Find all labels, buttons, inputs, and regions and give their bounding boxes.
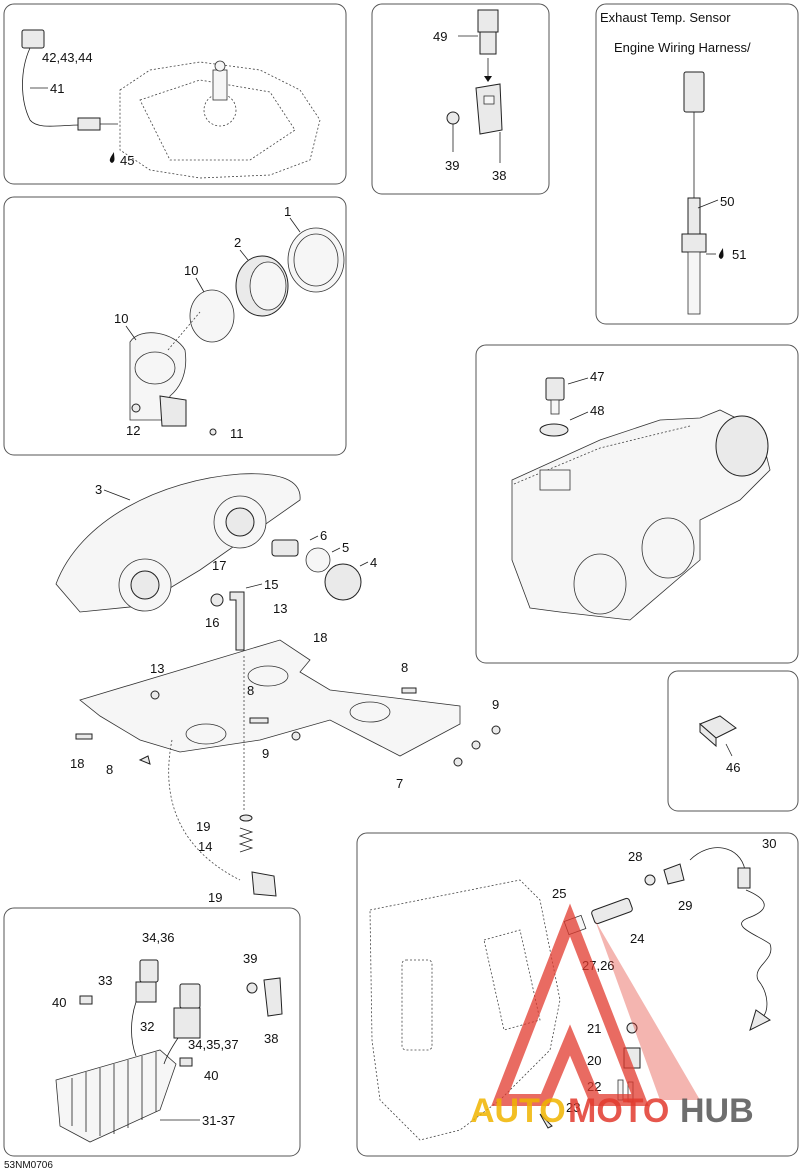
label-42-43-44: 42,43,44 xyxy=(42,50,93,65)
label-29: 29 xyxy=(678,898,692,913)
label-16: 16 xyxy=(205,615,219,630)
label-45: 45 xyxy=(120,153,134,168)
label-32: 32 xyxy=(140,1019,154,1034)
drop-icon-45 xyxy=(109,152,115,163)
label-2: 2 xyxy=(234,235,241,250)
label-33: 33 xyxy=(98,973,112,988)
label-21: 21 xyxy=(587,1021,601,1036)
airbox-drawing xyxy=(511,409,771,621)
drop-icon-51 xyxy=(718,248,724,259)
label-47: 47 xyxy=(590,369,604,384)
label-24: 24 xyxy=(630,931,644,946)
label-5: 5 xyxy=(342,540,349,555)
knob-19 xyxy=(251,871,277,897)
panel-regulator xyxy=(3,907,301,1157)
label-7: 7 xyxy=(396,776,403,791)
sensor-title-line2: Engine Wiring Harness/ xyxy=(614,40,751,55)
label-19a: 19 xyxy=(196,819,210,834)
label-14: 14 xyxy=(198,839,212,854)
label-15: 15 xyxy=(264,577,278,592)
bulb-socket-parts xyxy=(271,539,362,601)
label-51: 51 xyxy=(732,247,746,262)
label-41: 41 xyxy=(50,81,64,96)
mounting-bracket-7 xyxy=(79,639,461,757)
connector-49 xyxy=(477,9,499,55)
washer-19 xyxy=(239,814,253,822)
panel-relay xyxy=(667,670,799,812)
label-12: 12 xyxy=(126,423,140,438)
svg-text:AUTO: AUTO xyxy=(470,1092,566,1130)
panel-tether-switch xyxy=(356,832,799,1157)
connector-33 xyxy=(135,959,159,1003)
label-48: 48 xyxy=(590,403,604,418)
label-25: 25 xyxy=(552,886,566,901)
gauge-parts xyxy=(129,227,345,436)
label-4: 4 xyxy=(370,555,377,570)
watermark-text: AUTO MOTO HUB xyxy=(470,1092,754,1130)
label-40a: 40 xyxy=(52,995,66,1010)
panel-exhaust-sensor xyxy=(595,3,799,325)
label-40b: 40 xyxy=(204,1068,218,1083)
engine-head-drawing xyxy=(119,60,321,179)
label-38b: 38 xyxy=(264,1031,278,1046)
label-39a: 39 xyxy=(445,158,459,173)
label-30: 30 xyxy=(762,836,776,851)
label-34-35-37: 34,35,37 xyxy=(188,1037,239,1052)
label-11: 11 xyxy=(230,426,244,441)
label-18a: 18 xyxy=(313,630,327,645)
grommet-48 xyxy=(539,423,569,437)
label-9b: 9 xyxy=(262,746,269,761)
bracket-38 xyxy=(475,83,503,135)
label-18b: 18 xyxy=(70,756,84,771)
label-17: 17 xyxy=(212,558,226,573)
label-50: 50 xyxy=(720,194,734,209)
spring-14 xyxy=(238,827,254,853)
label-31-37: 31-37 xyxy=(202,1113,235,1128)
label-19b: 19 xyxy=(208,890,222,905)
label-1: 1 xyxy=(284,204,291,219)
exhaust-sensor-50 xyxy=(681,71,707,315)
panel-engine-sensor xyxy=(3,3,347,185)
panel-connector xyxy=(371,3,550,195)
headlight-assembly-3 xyxy=(55,473,301,613)
svg-text:MOTO: MOTO xyxy=(568,1092,669,1130)
connector-34-35-37 xyxy=(173,983,201,1039)
sensor-47 xyxy=(545,377,565,415)
label-39b: 39 xyxy=(243,951,257,966)
panel-gauge xyxy=(3,196,347,456)
label-38a: 38 xyxy=(492,168,506,183)
label-23: 23 xyxy=(566,1100,580,1115)
regulator-31-37 xyxy=(55,1049,177,1143)
label-8a: 8 xyxy=(401,660,408,675)
relay-46 xyxy=(699,715,737,748)
label-49: 49 xyxy=(433,29,447,44)
sensor-title-line1: Exhaust Temp. Sensor xyxy=(600,10,731,25)
label-3: 3 xyxy=(95,482,102,497)
label-10b: 10 xyxy=(114,311,128,326)
diagram-code: 53NM0706 xyxy=(4,1160,53,1171)
label-6: 6 xyxy=(320,528,327,543)
label-34-36: 34,36 xyxy=(142,930,175,945)
svg-text:HUB: HUB xyxy=(680,1092,754,1130)
label-9a: 9 xyxy=(492,697,499,712)
adjuster-15-16-17 xyxy=(210,591,245,651)
temp-sensor-41 xyxy=(21,29,118,131)
panel-airbox xyxy=(475,344,799,664)
label-46: 46 xyxy=(726,760,740,775)
label-8b: 8 xyxy=(247,683,254,698)
label-10a: 10 xyxy=(184,263,198,278)
screw-39 xyxy=(446,111,460,125)
watermark-logo xyxy=(491,903,700,1106)
label-13b: 13 xyxy=(150,661,164,676)
label-20: 20 xyxy=(587,1053,601,1068)
label-13a: 13 xyxy=(273,601,287,616)
tether-cord-30 xyxy=(689,847,772,1031)
label-8c: 8 xyxy=(106,762,113,777)
label-28: 28 xyxy=(628,849,642,864)
